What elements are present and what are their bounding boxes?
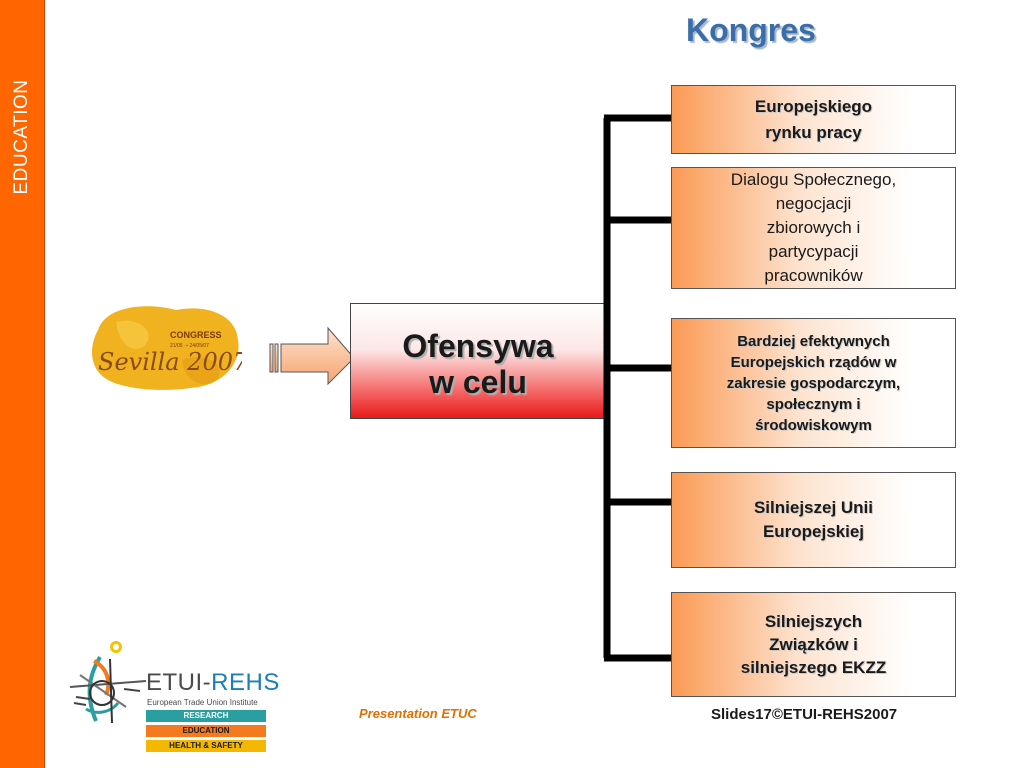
branch-5-line-1: Silniejszych (764, 612, 863, 631)
congress-dates: 21/05 ➝ 24/05/07 (170, 343, 209, 349)
branch-2-line-1: Dialogu Społecznego, (730, 170, 897, 189)
branch-2-line-4: partycypacji (768, 242, 859, 261)
branch-2-line-5: pracowników (764, 266, 863, 285)
center-line-1: Ofensywa (402, 328, 554, 364)
branch-box-1: Europejskiego rynku pracy (671, 85, 956, 154)
branch-1-line-1: Europejskiego (754, 96, 873, 116)
center-goal-box: Ofensywa w celu (350, 303, 606, 419)
branch-1-line-2: rynku pracy (765, 122, 862, 142)
footer-slide-credit: Slides17©ETUI-REHS2007 (711, 706, 898, 723)
congress-text: CONGRESS (170, 330, 222, 340)
branch-3-line-1: Bardziej efektywnych (737, 332, 890, 350)
branch-4-line-2: Europejskiej (762, 522, 865, 541)
branch-4-line-1: Silniejszej Unii (753, 498, 874, 517)
etui-brand-part-1: ETUI- (146, 669, 212, 696)
sidebar: EDUCATION (0, 0, 45, 768)
center-line-2: w celu (429, 364, 527, 400)
branch-5-line-2: Związków i (769, 635, 858, 654)
pointing-arrow-icon (269, 326, 355, 385)
etui-bar-education: EDUCATION (146, 725, 266, 737)
branch-5-line-3: silniejszego EKZZ (740, 658, 887, 677)
etui-brand-part-2: REHS (211, 669, 280, 696)
branch-2-line-2: negocjacji (775, 194, 852, 213)
slide-title: Kongres (686, 12, 816, 48)
branch-box-2: Dialogu Społecznego, negocjacji zbiorowy… (671, 167, 956, 289)
branch-box-4: Silniejszej Unii Europejskiej (671, 472, 956, 568)
branch-3-line-3: zakresie gospodarczym, (726, 374, 901, 392)
etui-subtitle: European Trade Union Institute (147, 698, 258, 707)
branch-2-line-3: zbiorowych i (766, 218, 861, 237)
etui-rehs-logo-mark (69, 641, 147, 724)
congress-script: Sevilla 2007 (98, 348, 242, 376)
branch-box-5: Silniejszych Związków i silniejszego EKZ… (671, 592, 956, 697)
branch-3-line-2: Europejskich rządów w (730, 353, 897, 371)
footer-presentation-label: Presentation ETUC (359, 706, 477, 721)
etui-bar-research: RESEARCH (146, 710, 266, 722)
etui-brand-name: ETUI-REHS (146, 669, 280, 697)
branch-box-3: Bardziej efektywnych Europejskich rządów… (671, 318, 956, 448)
branch-3-line-4: społecznym i (766, 395, 861, 413)
sevilla-congress-logo: CONGRESS 21/05 ➝ 24/05/07 Sevilla 2007 (92, 306, 242, 390)
etui-bar-health-safety: HEALTH & SAFETY (146, 740, 266, 752)
branch-3-line-5: środowiskowym (755, 416, 872, 434)
